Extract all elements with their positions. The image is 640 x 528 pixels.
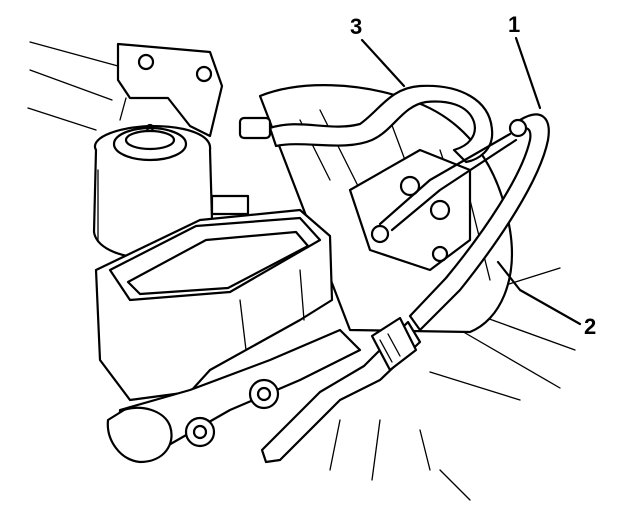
reservoir-cap xyxy=(112,126,188,162)
brake-pipe-item-2 xyxy=(260,316,422,464)
combination-valve xyxy=(348,132,518,272)
leader-lines xyxy=(360,36,582,326)
brake-line-port-rear xyxy=(248,378,280,410)
fluid-reservoir xyxy=(92,123,214,260)
vacuum-hose-item-3 xyxy=(238,84,494,164)
brake-line-port-front xyxy=(184,416,216,448)
callout-1: 1 xyxy=(508,12,521,37)
callout-3: 3 xyxy=(350,14,363,39)
leader-line-1 xyxy=(514,36,542,110)
cylinder-end-cap xyxy=(106,406,173,464)
reservoir-lid xyxy=(108,216,322,302)
cylinder-bore xyxy=(106,328,362,464)
callout-2: 2 xyxy=(584,314,597,339)
sensor-connector xyxy=(210,194,250,216)
mounting-bracket xyxy=(116,42,224,138)
master-cylinder-body xyxy=(94,194,334,402)
leader-line-2 xyxy=(496,260,582,326)
leader-line-3 xyxy=(360,38,406,88)
brake-pipe-item-1 xyxy=(408,113,550,332)
hose-clamp xyxy=(238,116,272,140)
